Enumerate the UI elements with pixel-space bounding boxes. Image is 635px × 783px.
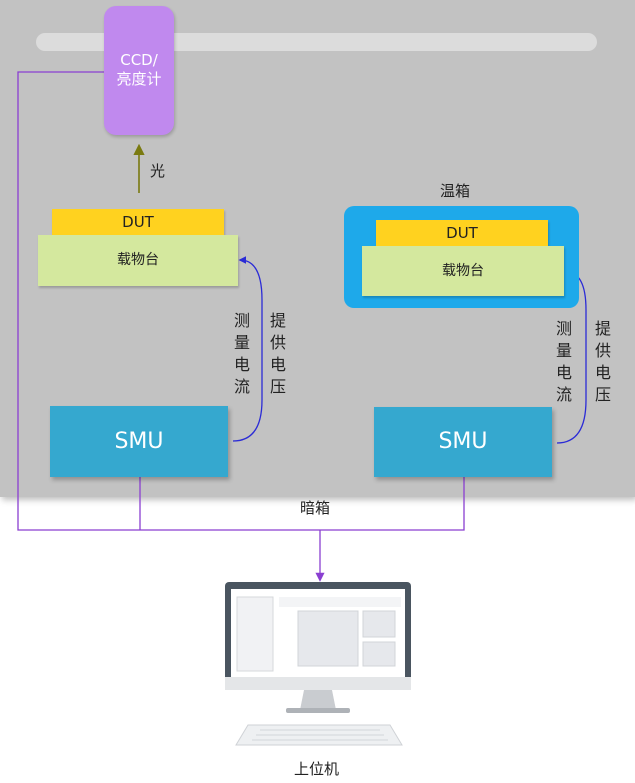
darkroom-label: 暗箱 [300, 499, 331, 517]
right-smu-data-line [320, 477, 465, 531]
left-stage-box: 载物台 [38, 235, 238, 286]
darkroom-top-bar [36, 33, 597, 51]
camera-box: CCD/ 亮度计 [104, 6, 174, 135]
light-label: 光 [150, 162, 166, 180]
left-smu-box: SMU [50, 406, 228, 477]
camera-label-line2: 亮度计 [116, 70, 162, 88]
right-smu-box: SMU [374, 407, 552, 477]
left-measure-label: 测量电流 [233, 311, 250, 396]
left-dut-box: DUT [52, 209, 224, 235]
right-stage-box: 载物台 [362, 246, 564, 296]
computer-label: 上位机 [294, 760, 340, 778]
left-supply-label: 提供电压 [269, 311, 286, 396]
right-dut-box: DUT [376, 220, 548, 246]
right-measure-label: 测量电流 [555, 319, 572, 404]
left-supply-arrow [232, 256, 263, 442]
camera-label-line1: CCD/ [120, 51, 158, 69]
computer-icon [225, 582, 411, 746]
camera-data-line [17, 71, 320, 531]
right-supply-label: 提供电压 [594, 319, 611, 404]
oven-label: 温箱 [440, 182, 471, 200]
